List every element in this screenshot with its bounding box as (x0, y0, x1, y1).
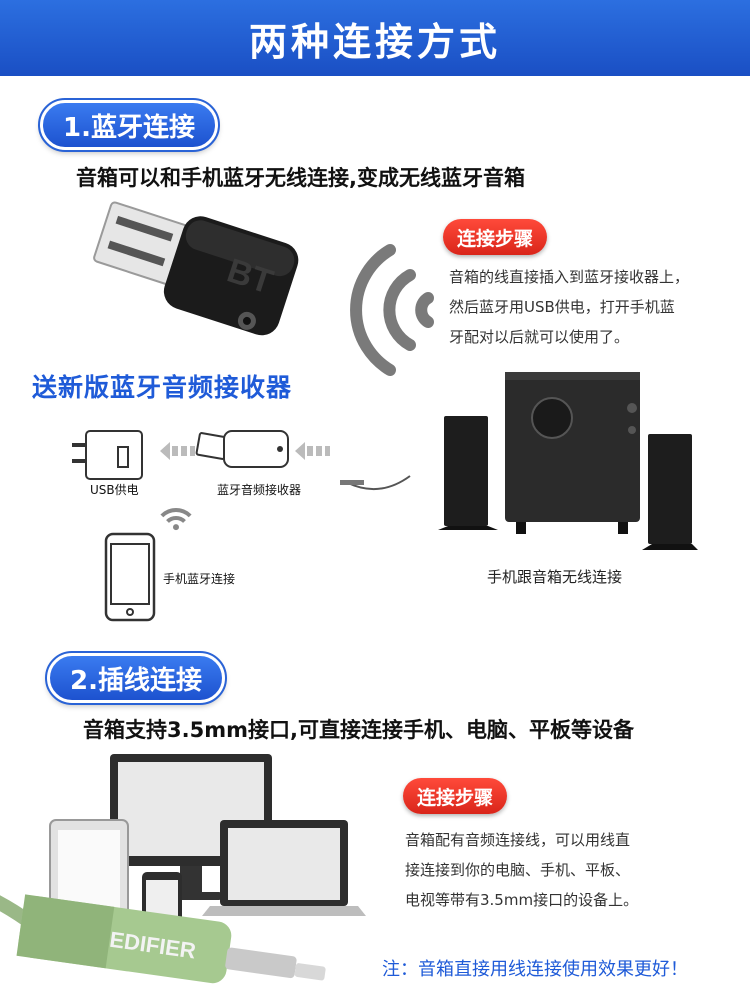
receiver-outline-icon (195, 430, 289, 468)
speaker-set-image (340, 372, 698, 550)
phone-label: 手机蓝牙连接 (163, 572, 236, 586)
page-header: 两种连接方式 (0, 0, 750, 76)
arrow-left-icon (160, 442, 195, 460)
section1-step-1: 音箱的线直接插入到蓝牙接收器上， (449, 268, 690, 286)
section1-step-2: 然后蓝牙用USB供电，打开手机蓝 (449, 298, 675, 316)
section1-step-3: 牙配对以后就可以使用了。 (449, 328, 630, 346)
laptop-icon (202, 820, 366, 916)
section2-steps-badge: 连接步骤 (403, 778, 508, 814)
wifi-signal-icon (160, 508, 192, 531)
phone-icon (104, 532, 156, 622)
receiver-caption: 送新版蓝牙音频接收器 (32, 373, 293, 402)
usb-plug-icon (72, 430, 143, 480)
page-title: 两种连接方式 (248, 19, 501, 64)
usb-label: USB供电 (90, 483, 139, 497)
usage-note: 注：音箱直接用线连接使用效果更好！ (382, 959, 688, 980)
wireless-signal-icon (350, 244, 434, 376)
section1-pill: 1.蓝牙连接 (38, 98, 220, 152)
section2-step-2: 接连接到你的电脑、手机、平板、 (405, 861, 631, 879)
section1-steps-badge: 连接步骤 (443, 219, 548, 255)
devices-image: EDIFIER (0, 754, 366, 984)
section2-step-1: 音箱配有音频连接线，可以用线直 (405, 831, 631, 849)
section1-desc: 音箱可以和手机蓝牙无线连接,变成无线蓝牙音箱 (76, 166, 525, 190)
receiver-label: 蓝牙音频接收器 (217, 483, 302, 497)
bt-receiver-image: BT (93, 201, 299, 336)
arrow-left-icon (295, 442, 330, 460)
speaker-caption: 手机跟音箱无线连接 (487, 568, 623, 586)
section2-pill: 2.插线连接 (45, 651, 227, 705)
section2-desc: 音箱支持3.5mm接口,可直接连接手机、电脑、平板等设备 (83, 718, 634, 742)
section2-step-3: 电视等带有3.5mm接口的设备上。 (405, 891, 639, 909)
